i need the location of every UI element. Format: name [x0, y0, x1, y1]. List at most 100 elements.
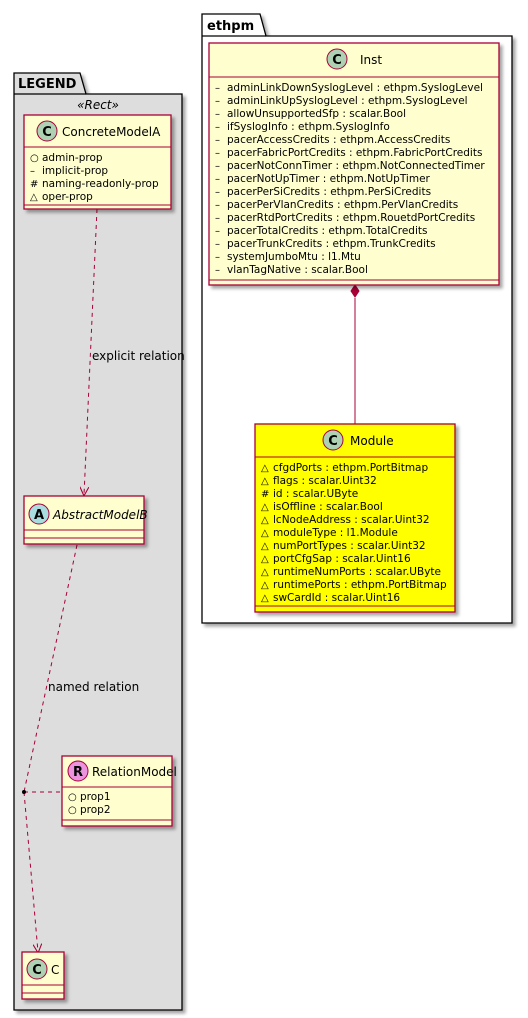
- attr-row: ifSyslogInfo : ethpm.SyslogInfo: [227, 121, 390, 133]
- class-concrete-model-a[interactable]: C ConcreteModelA ○ admin-prop – implicit…: [23, 114, 172, 210]
- svg-text:△: △: [261, 593, 269, 604]
- relation-join-dot: [22, 790, 26, 794]
- attr-row: pacerNotConnTimer : ethpm.NotConnectedTi…: [227, 160, 485, 172]
- attr-row: swCardId : scalar.Uint16: [273, 592, 400, 604]
- relation-named[interactable]: named relation: [22, 544, 139, 952]
- attr-row: prop1: [80, 791, 111, 803]
- attr-row: pacerFabricPortCredits : ethpm.FabricPor…: [227, 147, 482, 159]
- attr-row: runtimeNumPorts : scalar.UByte: [273, 566, 441, 578]
- svg-text:△: △: [261, 541, 269, 552]
- attr-row: pacerPerVlanCredits : ethpm.PerVlanCredi…: [227, 199, 458, 211]
- svg-text:–: –: [215, 83, 220, 94]
- svg-text:#: #: [261, 489, 269, 500]
- svg-text:–: –: [215, 265, 220, 276]
- svg-text:○: ○: [68, 792, 77, 803]
- svg-text:○: ○: [30, 153, 39, 164]
- package-ethpm-title: ethpm: [207, 19, 254, 34]
- svg-text:#: #: [30, 179, 38, 190]
- svg-text:△: △: [261, 567, 269, 578]
- svg-text:△: △: [261, 515, 269, 526]
- svg-text:△: △: [261, 554, 269, 565]
- svg-text:C: C: [32, 963, 42, 978]
- class-module-attrs: △ cfgdPorts : ethpm.PortBitmap △ flags :…: [261, 462, 447, 604]
- svg-text:C: C: [332, 53, 342, 68]
- svg-text:–: –: [215, 213, 220, 224]
- svg-text:△: △: [261, 463, 269, 474]
- class-relation-model[interactable]: R RelationModel ○ prop1 ○ prop2: [61, 755, 177, 827]
- attr-row: numPortTypes : scalar.Uint32: [273, 540, 426, 552]
- svg-text:–: –: [215, 109, 220, 120]
- attr-row: id : scalar.UByte: [273, 488, 358, 500]
- attr-row: adminLinkUpSyslogLevel : ethpm.SyslogLev…: [227, 95, 468, 107]
- attr-row: pacerPerSiCredits : ethpm.PerSiCredits: [227, 186, 431, 198]
- package-legend-title: LEGEND: [18, 77, 77, 92]
- class-c[interactable]: C C: [21, 951, 65, 1000]
- attr-row: pacerAccessCredits : ethpm.AccessCredits: [227, 134, 450, 146]
- class-inst[interactable]: C Inst – adminLinkDownSyslogLevel : ethp…: [208, 42, 500, 286]
- svg-text:△: △: [261, 580, 269, 591]
- attr-row: prop2: [80, 804, 111, 816]
- svg-text:–: –: [215, 135, 220, 146]
- svg-text:R: R: [73, 765, 83, 780]
- svg-text:–: –: [215, 200, 220, 211]
- attr-row: admin-prop: [42, 152, 103, 164]
- class-r-icon: [67, 760, 89, 782]
- svg-text:△: △: [30, 192, 38, 203]
- attr-row: pacerRtdPortCredits : ethpm.RouetdPortCr…: [227, 212, 475, 224]
- svg-text:–: –: [215, 187, 220, 198]
- relation-composition[interactable]: [350, 284, 360, 424]
- attr-row: vlanTagNative : scalar.Bool: [227, 264, 368, 276]
- svg-text:–: –: [215, 148, 220, 159]
- class-relation-name: RelationModel: [92, 765, 177, 779]
- class-concrete-attrs: ○ admin-prop – implicit-prop # naming-re…: [30, 152, 159, 203]
- class-c-icon: [26, 958, 48, 980]
- attr-row: pacerTotalCredits : ethpm.TotalCredits: [227, 225, 427, 237]
- attr-row: moduleType : l1.Module: [273, 527, 398, 539]
- relation-named-label: named relation: [48, 680, 139, 694]
- svg-text:△: △: [261, 476, 269, 487]
- svg-text:–: –: [215, 252, 220, 263]
- svg-text:C: C: [328, 434, 338, 449]
- class-module-name: Module: [350, 434, 394, 448]
- svg-text:A: A: [34, 508, 44, 523]
- attr-row: lcNodeAddress : scalar.Uint32: [273, 514, 430, 526]
- attr-row: pacerTrunkCredits : ethpm.TrunkCredits: [227, 238, 436, 250]
- attr-row: implicit-prop: [42, 165, 108, 177]
- svg-text:–: –: [215, 122, 220, 133]
- class-c-name: C: [51, 963, 59, 977]
- svg-text:C: C: [42, 125, 52, 140]
- class-module[interactable]: C Module △ cfgdPorts : ethpm.PortBitmap …: [254, 423, 456, 613]
- relation-explicit-label: explicit relation: [92, 349, 185, 363]
- attr-row: adminLinkDownSyslogLevel : ethpm.SyslogL…: [227, 82, 483, 94]
- attr-row: flags : scalar.Uint32: [273, 475, 377, 487]
- class-c-icon: [326, 48, 348, 70]
- class-abstract-name: AbstractModelB: [52, 508, 148, 522]
- attr-row: systemJumboMtu : l1.Mtu: [227, 251, 361, 263]
- svg-text:–: –: [215, 239, 220, 250]
- class-inst-name: Inst: [360, 53, 382, 67]
- svg-text:○: ○: [68, 805, 77, 816]
- attr-row: naming-readonly-prop: [42, 178, 159, 190]
- svg-text:–: –: [215, 226, 220, 237]
- svg-text:△: △: [261, 528, 269, 539]
- svg-text:–: –: [30, 166, 35, 177]
- attr-row: cfgdPorts : ethpm.PortBitmap: [273, 462, 428, 474]
- composition-diamond-icon: [350, 284, 360, 298]
- package-legend-stereotype: «Rect»: [77, 98, 119, 112]
- class-inst-attrs: – adminLinkDownSyslogLevel : ethpm.Syslo…: [215, 82, 485, 276]
- attr-row: oper-prop: [42, 191, 93, 203]
- class-abstract-model-b[interactable]: A AbstractModelB: [23, 495, 148, 545]
- svg-text:△: △: [261, 502, 269, 513]
- attr-row: allowUnsupportedSfp : scalar.Bool: [227, 108, 406, 120]
- class-relation-attrs: ○ prop1 ○ prop2: [68, 791, 111, 816]
- svg-text:–: –: [215, 174, 220, 185]
- attr-row: isOffline : scalar.Bool: [273, 501, 383, 513]
- class-concrete-name: ConcreteModelA: [62, 125, 161, 139]
- attr-row: portCfgSap : scalar.Uint16: [273, 553, 411, 565]
- relation-explicit[interactable]: explicit relation: [84, 208, 185, 495]
- class-c-icon: [36, 120, 58, 142]
- svg-text:–: –: [215, 161, 220, 172]
- class-c-icon: [322, 429, 344, 451]
- attr-row: runtimePorts : ethpm.PortBitmap: [273, 579, 447, 591]
